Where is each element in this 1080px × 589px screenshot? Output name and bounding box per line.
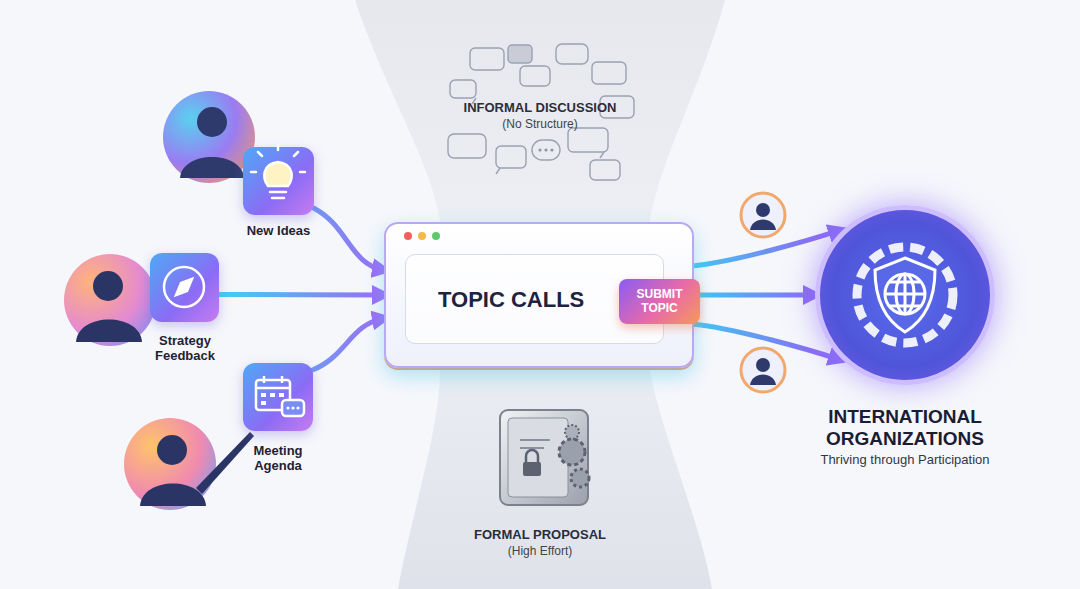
flow-arrow (314, 208, 384, 270)
section-note: (No Structure) (420, 117, 660, 131)
flow-arrow (694, 293, 815, 298)
strategy-tile: Strategy Feedback (150, 253, 219, 322)
organization-circle: INTERNATIONAL ORGANIZATIONSThriving thro… (815, 205, 995, 385)
node-label: SUBMIT TOPIC (619, 287, 700, 315)
flow-arrow (219, 292, 384, 298)
flow-arrow (694, 324, 840, 360)
flow-arrow (313, 318, 384, 369)
section-heading: FORMAL PROPOSAL (420, 527, 660, 542)
flow-arrow (694, 230, 840, 266)
node-label: New Ideas (223, 223, 334, 238)
section-heading: INFORMAL DISCUSSION (420, 100, 660, 115)
idea-tile: New Ideas (243, 147, 314, 215)
topic-window: TOPIC CALLSSUBMIT TOPIC (384, 222, 694, 368)
node-label: Strategy Feedback (144, 333, 226, 363)
node-label: INTERNATIONAL ORGANIZATIONS (805, 406, 1005, 450)
section-note: (High Effort) (420, 544, 660, 558)
agenda-tile: Meeting Agenda (243, 363, 313, 431)
node-subtitle: Thriving through Participation (780, 452, 1030, 467)
submit-button: SUBMIT TOPIC (619, 279, 700, 324)
node-label: Meeting Agenda (237, 443, 319, 473)
